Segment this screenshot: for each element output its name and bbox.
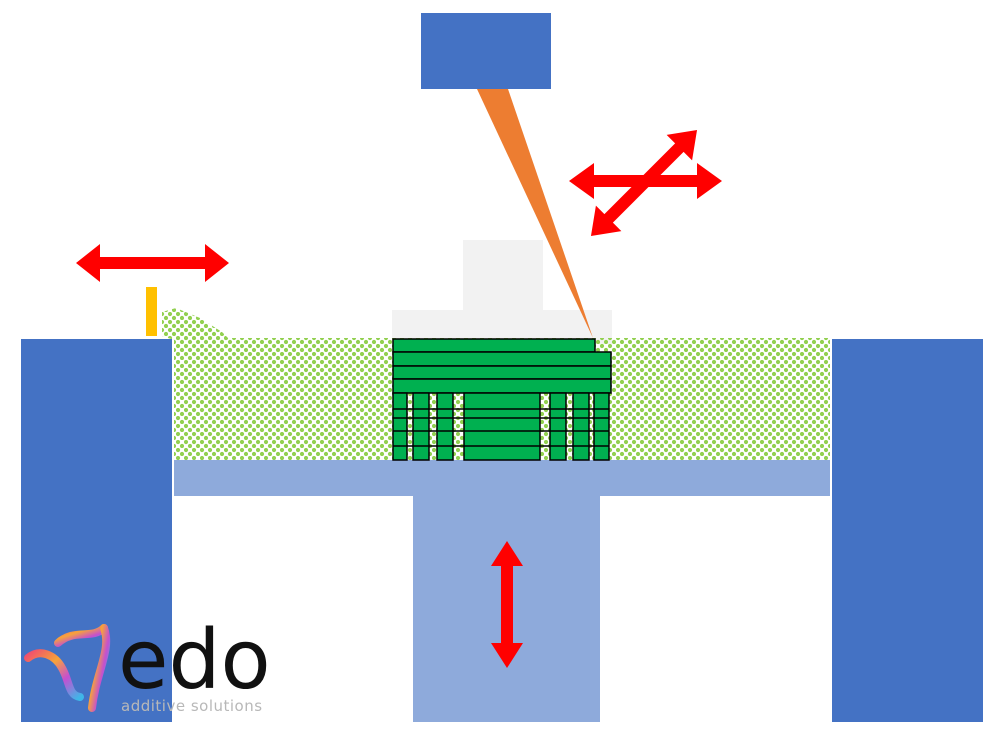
laser-scanner	[421, 13, 551, 89]
recoater-arrow-icon	[76, 244, 229, 282]
logo-wordmark: edo	[118, 613, 271, 708]
recoater-blade	[146, 287, 157, 336]
right-wall	[832, 339, 983, 722]
platform-arrow-icon	[491, 541, 523, 668]
logo-mark	[24, 624, 111, 712]
logo-tagline: additive solutions	[121, 697, 263, 715]
printed-part	[392, 338, 612, 461]
part-ghost	[392, 240, 612, 344]
laser-beam	[477, 89, 593, 338]
scanner-arrow-icon	[569, 129, 722, 237]
